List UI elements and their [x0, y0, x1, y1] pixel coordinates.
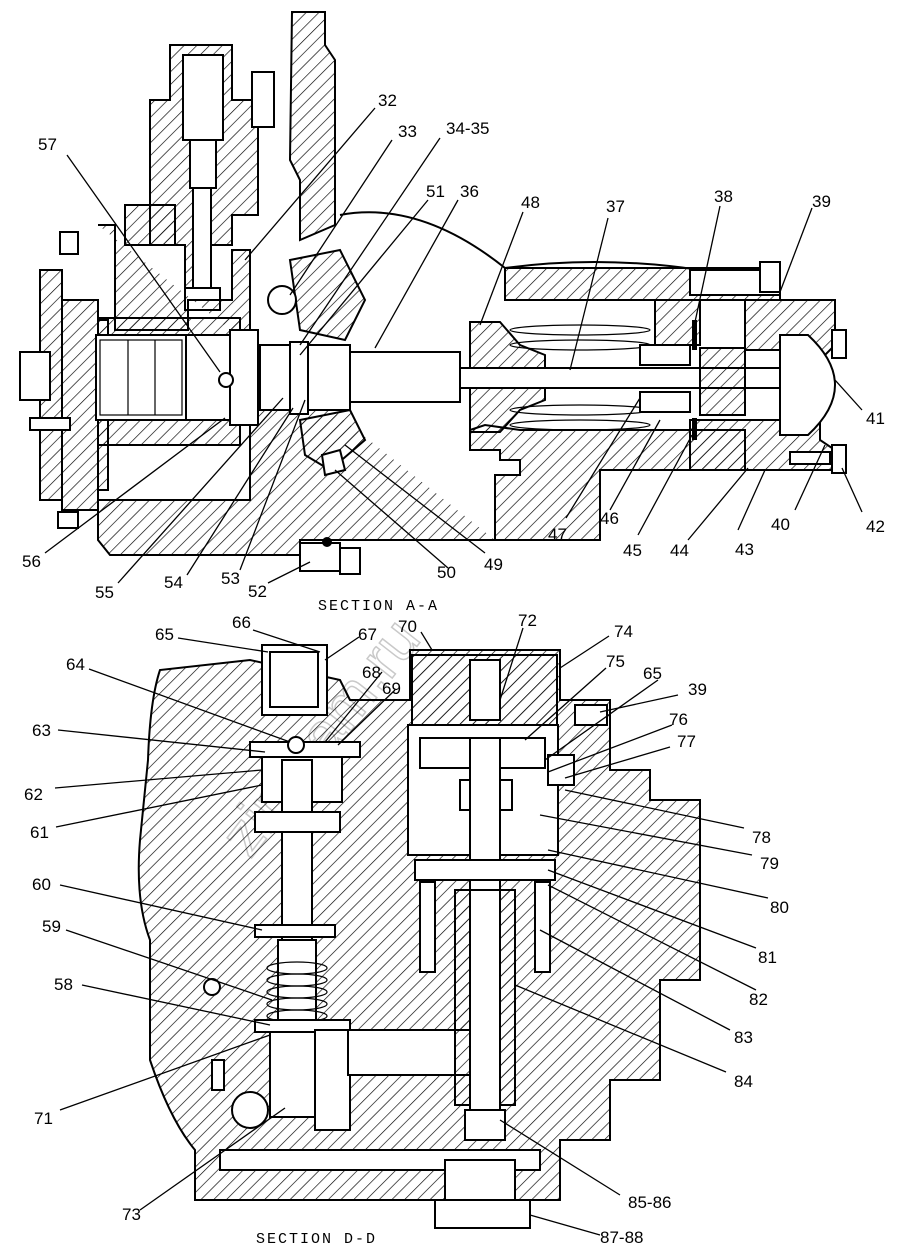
section-d-d-leaders [54, 627, 769, 1236]
callout-83: 83 [734, 1028, 753, 1047]
callout-51: 51 [426, 182, 445, 201]
callout-66: 66 [232, 613, 251, 632]
callout-77: 77 [677, 732, 696, 751]
section-d-d-title: SECTION D-D [256, 1231, 377, 1248]
callout-61: 61 [30, 823, 49, 842]
callout-46: 46 [600, 509, 619, 528]
callout-62: 62 [24, 785, 43, 804]
callout-63: 63 [32, 721, 51, 740]
callout-56: 56 [22, 552, 41, 571]
callout-64: 64 [66, 655, 85, 674]
callout-65b: 65 [643, 664, 662, 683]
callout-53: 53 [221, 569, 240, 588]
section-a-a-leaders [44, 107, 863, 584]
callout-57: 57 [38, 135, 57, 154]
callout-81: 81 [758, 948, 777, 967]
callout-78: 78 [752, 828, 771, 847]
callout-54: 54 [164, 573, 183, 592]
callout-50: 50 [437, 563, 456, 582]
callout-34-35: 34-35 [446, 119, 489, 138]
callout-85-86: 85-86 [628, 1193, 671, 1212]
callout-52: 52 [248, 582, 267, 601]
callout-33: 33 [398, 122, 417, 141]
callout-87-88: 87-88 [600, 1228, 643, 1247]
callout-49: 49 [484, 555, 503, 574]
callout-32: 32 [378, 91, 397, 110]
section-a-a-drawing [19, 11, 847, 575]
callout-36: 36 [460, 182, 479, 201]
callout-41: 41 [866, 409, 885, 428]
callout-69: 69 [382, 679, 401, 698]
callout-70: 70 [398, 617, 417, 636]
section-d-d-callouts: 65 66 67 70 72 74 75 65 39 64 68 69 76 7… [24, 611, 789, 1247]
section-a-a-callouts: 32 33 34-35 57 51 36 48 37 38 39 41 40 4… [22, 91, 885, 602]
callout-39b: 39 [688, 680, 707, 699]
callout-43: 43 [735, 540, 754, 559]
callout-65: 65 [155, 625, 174, 644]
callout-84: 84 [734, 1072, 753, 1091]
callout-82: 82 [749, 990, 768, 1009]
callout-38: 38 [714, 187, 733, 206]
callout-79: 79 [760, 854, 779, 873]
callout-60: 60 [32, 875, 51, 894]
callout-42: 42 [866, 517, 885, 536]
callout-55: 55 [95, 583, 114, 602]
callout-75: 75 [606, 652, 625, 671]
callout-44: 44 [670, 541, 689, 560]
callout-68: 68 [362, 663, 381, 682]
callout-37: 37 [606, 197, 625, 216]
callout-48: 48 [521, 193, 540, 212]
callout-47: 47 [548, 525, 567, 544]
section-a-a-title: SECTION A-A [318, 598, 439, 615]
callout-58: 58 [54, 975, 73, 994]
callout-59: 59 [42, 917, 61, 936]
callout-72: 72 [518, 611, 537, 630]
callout-80: 80 [770, 898, 789, 917]
callout-67: 67 [358, 625, 377, 644]
callout-45: 45 [623, 541, 642, 560]
callout-76: 76 [669, 710, 688, 729]
callout-73: 73 [122, 1205, 141, 1224]
callout-74: 74 [614, 622, 633, 641]
callout-39: 39 [812, 192, 831, 211]
section-d-d-drawing [137, 644, 701, 1229]
callout-40: 40 [771, 515, 790, 534]
callout-71: 71 [34, 1109, 53, 1128]
